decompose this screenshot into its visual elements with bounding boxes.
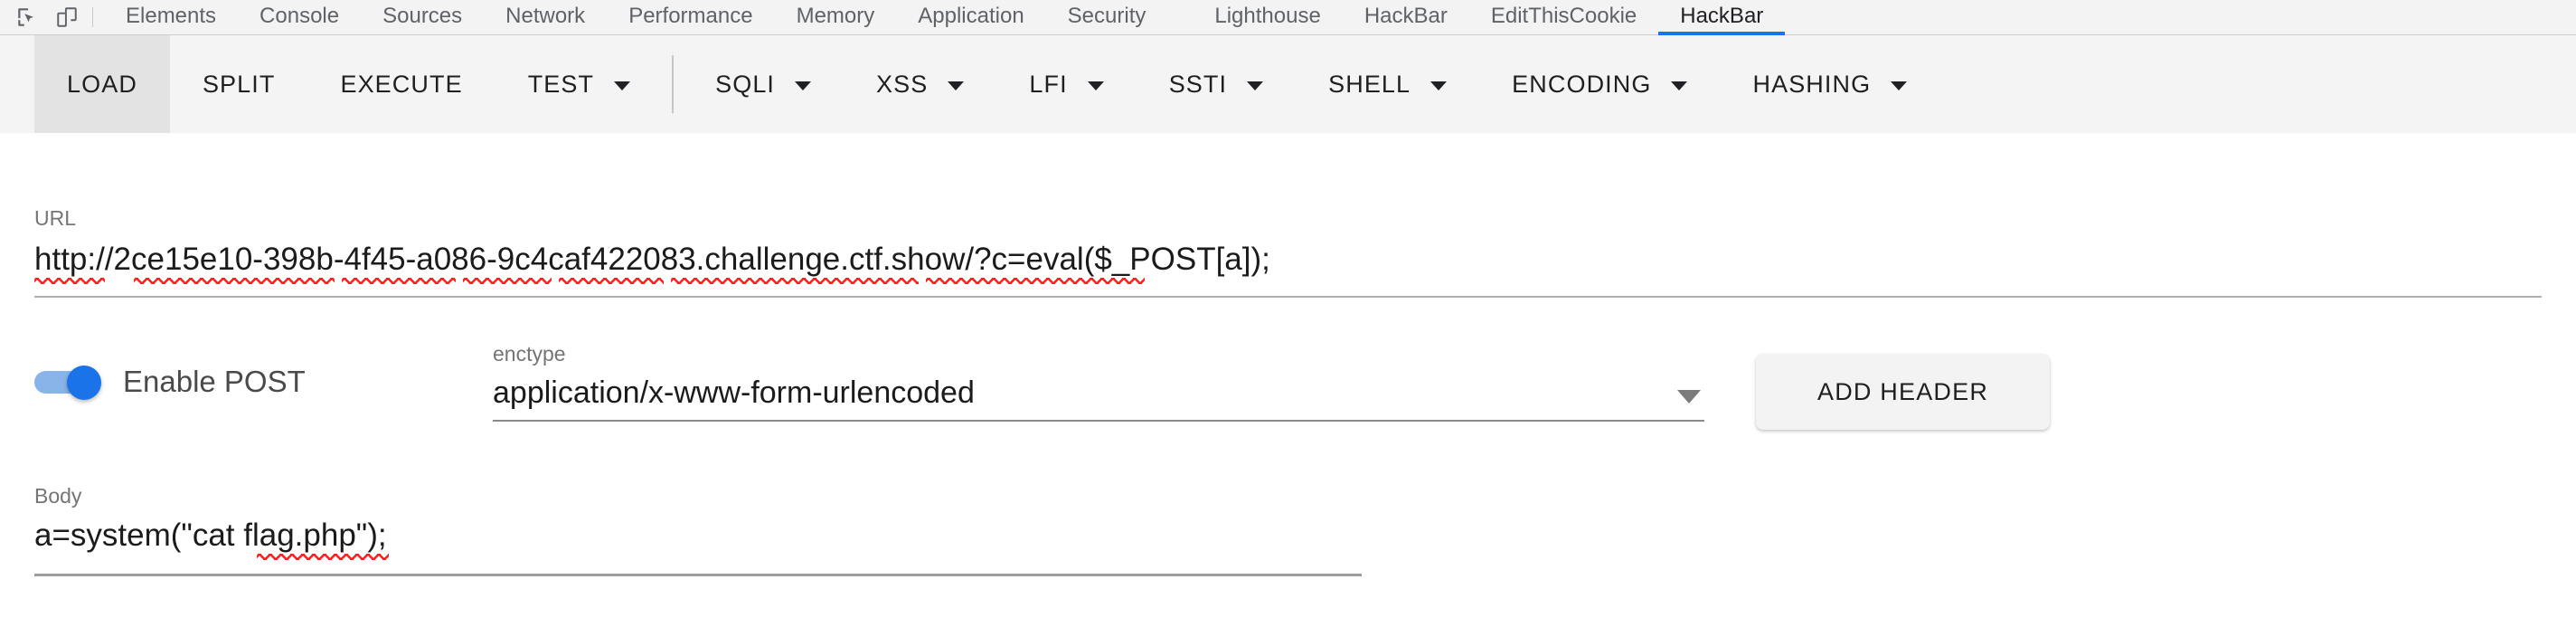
tab-label: Console (259, 4, 340, 28)
tab-label: Application (918, 4, 1024, 28)
tab-hackbar-active[interactable]: HackBar (1658, 1, 1786, 35)
hackbar-toolbar: LOAD SPLIT EXECUTE TEST SQLI XSS LFI SST… (0, 35, 2576, 133)
toolbar-group-divider (672, 55, 675, 113)
toolbar-divider (92, 7, 93, 27)
xss-button-label: XSS (876, 70, 929, 98)
ssti-button-label: SSTI (1168, 70, 1228, 98)
shell-menu-button[interactable]: SHELL (1296, 35, 1479, 133)
enable-post-group[interactable]: Enable POST (34, 365, 306, 400)
tab-lighthouse[interactable]: Lighthouse (1193, 1, 1342, 35)
inspect-element-icon[interactable] (7, 0, 47, 34)
devtools-icon-group (0, 0, 104, 34)
load-button[interactable]: LOAD (34, 35, 170, 133)
devtools-tab-bar: Elements Console Sources Network Perform… (0, 0, 2576, 35)
ssti-menu-button[interactable]: SSTI (1137, 35, 1296, 133)
body-input-value: a=system("cat flag.php"); (34, 518, 387, 553)
chevron-down-icon (948, 81, 965, 90)
encoding-button-label: ENCODING (1512, 70, 1652, 98)
execute-button-label: EXECUTE (340, 70, 463, 98)
split-button-label: SPLIT (202, 70, 276, 98)
test-menu-button[interactable]: TEST (495, 35, 663, 133)
chevron-down-icon (1891, 81, 1908, 90)
toggle-thumb (67, 366, 101, 400)
lfi-button-label: LFI (1029, 70, 1068, 98)
shell-button-label: SHELL (1328, 70, 1411, 98)
tab-security[interactable]: Security (1046, 1, 1168, 35)
test-button-label: TEST (527, 70, 595, 98)
tab-memory[interactable]: Memory (775, 1, 897, 35)
tab-label: EditThisCookie (1490, 4, 1637, 28)
enctype-selected-value: application/x-www-form-urlencoded (493, 375, 975, 410)
url-label: URL (34, 206, 77, 230)
body-input-underline (34, 574, 1362, 576)
tab-label: Elements (126, 4, 217, 28)
enctype-label: enctype (493, 342, 566, 366)
chevron-down-icon (1430, 81, 1448, 90)
post-options-row: Enable POST enctype application/x-www-fo… (0, 326, 2576, 461)
tab-label: HackBar (1363, 4, 1448, 28)
tab-label: Security (1067, 4, 1146, 28)
xss-menu-button[interactable]: XSS (844, 35, 996, 133)
tab-console[interactable]: Console (238, 1, 361, 35)
tab-label: HackBar (1680, 4, 1764, 28)
tab-label: Lighthouse (1214, 4, 1321, 28)
enctype-select[interactable]: application/x-www-form-urlencoded (493, 375, 1704, 422)
url-input[interactable]: http://2ce15e10-398b-4f45-a086-9c4caf422… (34, 242, 1270, 285)
body-label: Body (34, 484, 82, 508)
tab-editthiscookie[interactable]: EditThisCookie (1469, 1, 1658, 35)
tab-performance[interactable]: Performance (607, 1, 774, 35)
enctype-field-group: enctype application/x-www-form-urlencode… (493, 344, 1704, 422)
add-header-button[interactable]: ADD HEADER (1756, 354, 2050, 430)
tab-label: Sources (382, 4, 463, 28)
execute-button[interactable]: EXECUTE (307, 35, 495, 133)
split-button[interactable]: SPLIT (170, 35, 308, 133)
tab-label: Memory (796, 4, 875, 28)
chevron-down-icon (1247, 81, 1264, 90)
tab-sources[interactable]: Sources (361, 1, 484, 35)
enable-post-toggle[interactable] (34, 366, 101, 400)
chevron-down-icon (1671, 81, 1688, 90)
chevron-down-icon (795, 81, 812, 90)
url-input-value: http://2ce15e10-398b-4f45-a086-9c4caf422… (34, 242, 1270, 277)
enable-post-label: Enable POST (123, 365, 306, 398)
hashing-button-label: HASHING (1752, 70, 1872, 98)
encoding-menu-button[interactable]: ENCODING (1479, 35, 1720, 133)
device-toolbar-icon[interactable] (47, 0, 87, 34)
tab-network[interactable]: Network (484, 1, 607, 35)
tab-label: Performance (628, 4, 753, 28)
url-input-underline (34, 296, 2542, 299)
chevron-down-icon (614, 81, 631, 90)
url-field-group: URL http://2ce15e10-398b-4f45-a086-9c4ca… (34, 206, 2542, 299)
add-header-button-label: ADD HEADER (1816, 377, 1989, 405)
chevron-down-icon (1677, 390, 1701, 404)
tab-application[interactable]: Application (896, 1, 1045, 35)
lfi-menu-button[interactable]: LFI (996, 35, 1136, 133)
chevron-down-icon (1087, 81, 1104, 90)
tab-label: Network (505, 4, 586, 28)
body-field-group: Body a=system("cat flag.php"); (34, 486, 1362, 576)
tab-hackbar-1[interactable]: HackBar (1343, 1, 1469, 35)
load-button-label: LOAD (67, 70, 137, 98)
hashing-menu-button[interactable]: HASHING (1720, 35, 1939, 133)
sqli-menu-button[interactable]: SQLI (683, 35, 844, 133)
tab-elements[interactable]: Elements (104, 1, 238, 35)
devtools-tabs: Elements Console Sources Network Perform… (104, 0, 1786, 35)
sqli-button-label: SQLI (715, 70, 776, 98)
hackbar-form: URL http://2ce15e10-398b-4f45-a086-9c4ca… (0, 133, 2576, 627)
body-input[interactable]: a=system("cat flag.php"); (34, 518, 389, 560)
